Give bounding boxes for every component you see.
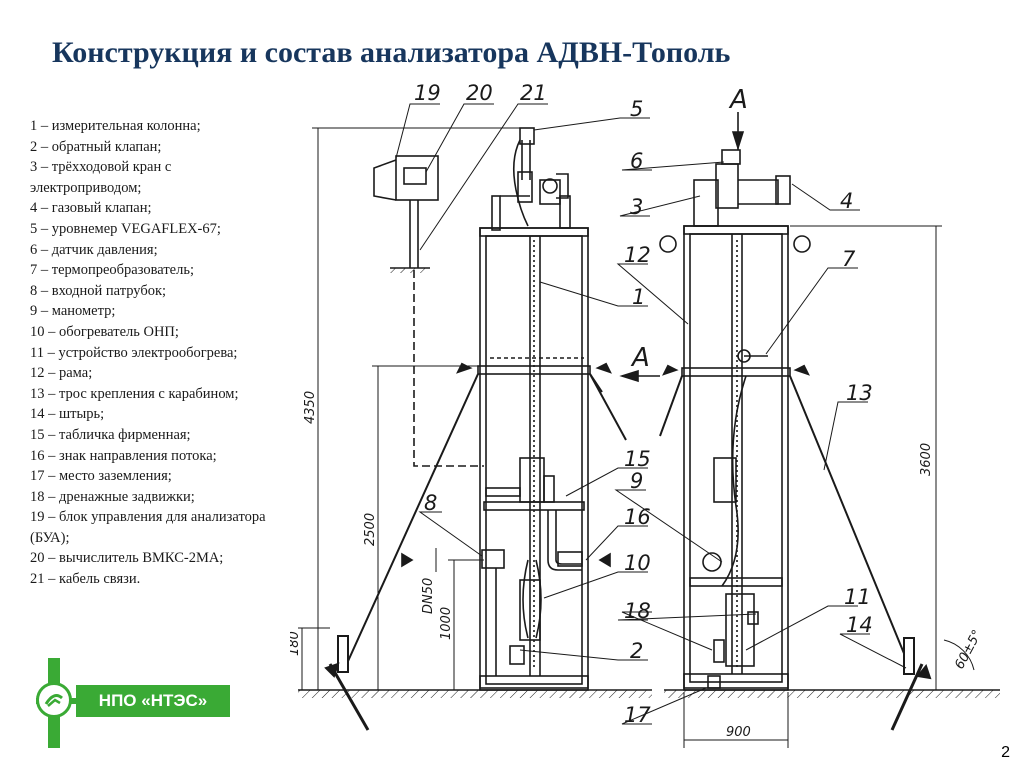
callout-18: 18 [624, 599, 651, 623]
callout-14: 14 [846, 613, 873, 637]
callout-9: 9 [630, 469, 643, 493]
section-arrows [401, 112, 745, 568]
legend-item: 21 – кабель связи. [30, 571, 141, 588]
dim-1000: 1000 [439, 607, 454, 640]
legend-item: 7 – термопреобразователь; [30, 262, 194, 279]
company-logo: НПО «НТЭС» [36, 658, 236, 748]
dim-180: 180 [290, 631, 302, 656]
callout-20: 20 [466, 81, 493, 105]
callout-15: 15 [624, 447, 651, 471]
legend-item: 8 – входной патрубок; [30, 282, 167, 299]
legend-item: 10 – обогреватель ОНП; [30, 323, 179, 340]
section-marks: А А [630, 85, 748, 373]
legend-item: 18 – дренажные задвижки; [30, 488, 195, 505]
legend-item: 12 – рама; [30, 365, 93, 382]
callout-leaders [395, 103, 907, 725]
right-frame [659, 149, 811, 691]
dim-dn50: DN50 [421, 578, 436, 614]
callout-11: 11 [844, 585, 871, 609]
callout-10: 10 [624, 551, 651, 575]
legend-item: 2 – обратный клапан; [30, 138, 162, 155]
section-mark-top: А [728, 85, 748, 115]
dimension-lines [298, 127, 975, 748]
page-title: Конструкция и состав анализатора АДВН-То… [52, 36, 731, 69]
legend-item: 17 – место заземления; [30, 468, 172, 485]
callout-4: 4 [840, 189, 853, 213]
legend-item: 15 – табличка фирменная; [30, 426, 191, 443]
legend-item: 1 – измерительная колонна; [30, 118, 201, 134]
analyzer-technical-drawing: 19 20 21 5 6 3 4 12 7 1 13 15 9 8 16 10 … [290, 81, 1000, 748]
callout-16: 16 [624, 505, 651, 529]
legend-item: 11 – устройство электрообогрева; [30, 344, 238, 361]
legend-item: 14 – штырь; [30, 406, 105, 423]
ground-line [298, 267, 1000, 698]
right-tension-cables [659, 364, 932, 731]
legend-item: 3 – трёхходовой кран с электроприводом; [30, 159, 172, 196]
left-tension-cables [324, 362, 627, 731]
legend-item: 16 – знак направления потока; [30, 447, 217, 464]
callout-1: 1 [632, 285, 645, 309]
dim-4350: 4350 [303, 391, 318, 424]
legend-item: 6 – датчик давления; [30, 241, 158, 258]
callout-12: 12 [624, 243, 651, 267]
dim-2500: 2500 [363, 513, 378, 546]
dim-3600: 3600 [919, 443, 934, 476]
callout-7: 7 [842, 247, 856, 271]
page-number: 2 [1001, 744, 1010, 761]
logo-brand-label: НПО «НТЭС» [76, 685, 230, 717]
callout-17: 17 [624, 703, 651, 727]
callout-8: 8 [424, 491, 437, 515]
control-unit-bua [373, 155, 484, 467]
callout-19: 19 [414, 81, 441, 105]
legend-item: 4 – газовый клапан; [30, 200, 152, 217]
component-legend: 1 – измерительная колонна; 2 – обратный … [30, 116, 285, 590]
legend-item: 5 – уровнемер VEGAFLEX-67; [30, 220, 221, 237]
callout-21: 21 [520, 81, 547, 105]
callout-3: 3 [630, 195, 643, 219]
callout-13: 13 [846, 381, 873, 405]
logo-emblem-icon [36, 682, 72, 718]
dim-angle: 60±5° [952, 628, 985, 672]
callout-numbers: 19 20 21 5 6 3 4 12 7 1 13 15 9 8 16 10 … [414, 81, 873, 727]
callout-6: 6 [630, 149, 643, 173]
legend-item: 20 – вычислитель ВМКС-2МА; [30, 550, 224, 567]
legend-item: 9 – манометр; [30, 303, 116, 320]
legend-item: 13 – трос крепления с карабином; [30, 385, 239, 402]
legend-item: 19 – блок управления для анализатора (БУ… [30, 509, 266, 546]
dim-900: 900 [726, 725, 751, 740]
section-mark-side: А [630, 343, 650, 373]
callout-5: 5 [630, 97, 643, 121]
callout-2: 2 [630, 639, 643, 663]
left-frame [477, 127, 591, 691]
